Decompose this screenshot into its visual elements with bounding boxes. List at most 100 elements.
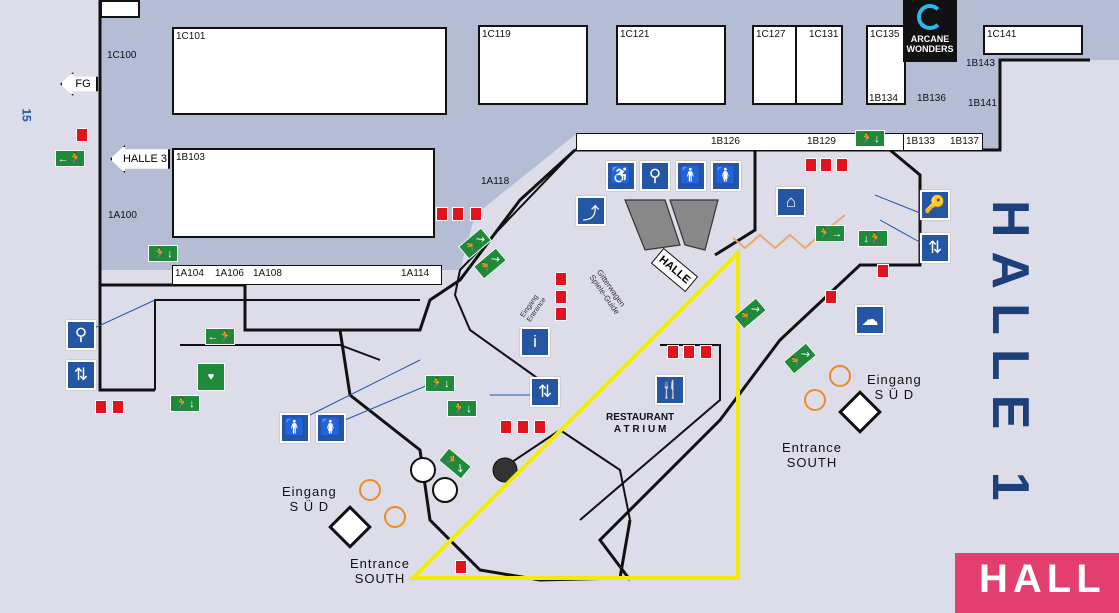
- room-label: 1B129: [807, 136, 836, 147]
- fire-alarm-icon: [95, 400, 107, 414]
- emergency-exit-icon: 🏃↓: [425, 375, 455, 392]
- fire-extinguisher-icon: [76, 128, 88, 142]
- page-number: 15: [19, 108, 34, 122]
- sued-label: S Ü D: [874, 387, 915, 402]
- logo-line2: WONDERS: [906, 44, 954, 54]
- room-label: 1B126: [711, 136, 740, 147]
- emergency-exit-icon: 🏃→: [815, 225, 845, 242]
- room-label: 1C127: [756, 29, 786, 40]
- men-toilet-icon: 🚹: [676, 161, 706, 191]
- fire-extinguisher-icon: [555, 307, 567, 321]
- logo-swirl-icon: [917, 4, 943, 30]
- sued-label: S Ü D: [289, 499, 330, 514]
- emergency-exit-icon: ←🏃: [55, 150, 85, 167]
- fire-hose-icon: [820, 158, 832, 172]
- fg-label: FG: [75, 78, 91, 90]
- hall-title: HALLE 1: [981, 200, 1039, 515]
- room-1c119[interactable]: 1C119: [478, 25, 588, 105]
- emergency-exit-icon: ↓🏃: [858, 230, 888, 247]
- room-label: 1C131: [809, 29, 839, 40]
- halle3-label: HALLE 3: [122, 153, 168, 165]
- fire-hose-icon: [555, 290, 567, 304]
- south-label: SOUTH: [786, 455, 838, 470]
- room-label: 1C119: [482, 29, 511, 40]
- fire-extinguisher-icon: [667, 345, 679, 359]
- fire-alarm-icon: [555, 272, 567, 286]
- smoking-area-icon: ☁: [855, 305, 885, 335]
- emergency-exit-icon: 🏃↓: [447, 400, 477, 417]
- eingang-label: Eingang: [867, 372, 922, 387]
- defibrillator-icon: ♥: [197, 363, 225, 391]
- elevator-icon: ⇅: [530, 377, 560, 407]
- emergency-exit-icon: ←🏃: [205, 328, 235, 345]
- room-1c121[interactable]: 1C121: [616, 25, 726, 105]
- room-label: 1C100: [107, 50, 137, 61]
- room-label: 1B137: [950, 136, 979, 147]
- fire-alarm-icon: [534, 420, 546, 434]
- elevator-icon: ⇅: [920, 233, 950, 263]
- room-label: 1C141: [987, 29, 1017, 40]
- wheelchair-icon: ♿: [606, 161, 636, 191]
- room-1b133-1b137: 1B133 1B137: [903, 133, 983, 151]
- fire-alarm-icon: [825, 290, 837, 304]
- entrance-label: Entrance: [782, 440, 843, 455]
- fire-hose-icon: [452, 207, 464, 221]
- south-label: SOUTH: [354, 571, 406, 586]
- room-1c127[interactable]: 1C127: [752, 25, 797, 105]
- room-label: 1A114: [401, 268, 430, 279]
- fire-extinguisher-icon: [436, 207, 448, 221]
- room-label: 1B134: [869, 93, 898, 104]
- fire-hose-icon: [683, 345, 695, 359]
- men-toilet-icon: 🚹: [280, 413, 310, 443]
- restaurant-text: RESTAURANT: [606, 412, 675, 423]
- room-1c131[interactable]: 1C131: [795, 25, 843, 105]
- room-1c141[interactable]: 1C141: [983, 25, 1083, 55]
- room-label: 1B143: [966, 58, 995, 69]
- logo-line1: ARCANE: [910, 34, 950, 44]
- room-1c135[interactable]: 1C135: [866, 25, 906, 105]
- room-label: 1C135: [870, 29, 900, 40]
- room-strip-1a: 1A104 1A106 1A108 1A114: [172, 265, 442, 285]
- room-label: 1A108: [253, 268, 282, 279]
- room-label: 1A104: [175, 268, 204, 279]
- fire-extinguisher-icon: [805, 158, 817, 172]
- emergency-exit-icon: 🏃↓: [148, 245, 178, 262]
- room-label: 1A118: [481, 176, 510, 187]
- atrium-text: A T R I U M: [613, 424, 667, 435]
- room-label: 1C101: [176, 31, 206, 42]
- room-1b103[interactable]: 1B103: [172, 148, 435, 238]
- cloakroom-icon: ⌂: [776, 187, 806, 217]
- fire-extinguisher-icon: [500, 420, 512, 434]
- fire-alarm-icon: [877, 264, 889, 278]
- fire-alarm-icon: [836, 158, 848, 172]
- info-icon[interactable]: i: [520, 327, 550, 357]
- room-label: 1B141: [968, 98, 997, 109]
- room-label: 1B133: [906, 136, 935, 147]
- emergency-exit-icon: 🏃↓: [170, 395, 200, 412]
- locker-icon: 🔑: [920, 190, 950, 220]
- eingang-label: Eingang: [282, 484, 337, 499]
- elevator-icon: ⇅: [66, 360, 96, 390]
- room-label: 1B136: [917, 93, 946, 104]
- hall-tab[interactable]: HALL: [955, 553, 1119, 613]
- fire-alarm-icon: [470, 207, 482, 221]
- baby-changing-icon: ⚲: [640, 161, 670, 191]
- restaurant-icon: 🍴: [655, 375, 685, 405]
- room-1c100-box: [100, 0, 140, 18]
- room-label: 1C121: [620, 29, 650, 40]
- room-label: 1A100: [108, 210, 137, 221]
- women-toilet-icon: 🚺: [711, 161, 741, 191]
- emergency-exit-icon: 🏃↓: [855, 130, 885, 147]
- fire-extinguisher-icon: [112, 400, 124, 414]
- water-icon: ⚲: [66, 320, 96, 350]
- room-1c101[interactable]: 1C101: [172, 27, 447, 115]
- room-label: 1A106: [215, 268, 244, 279]
- women-toilet-icon: 🚺: [316, 413, 346, 443]
- room-strip-1b: 1B126 1B129: [576, 133, 906, 151]
